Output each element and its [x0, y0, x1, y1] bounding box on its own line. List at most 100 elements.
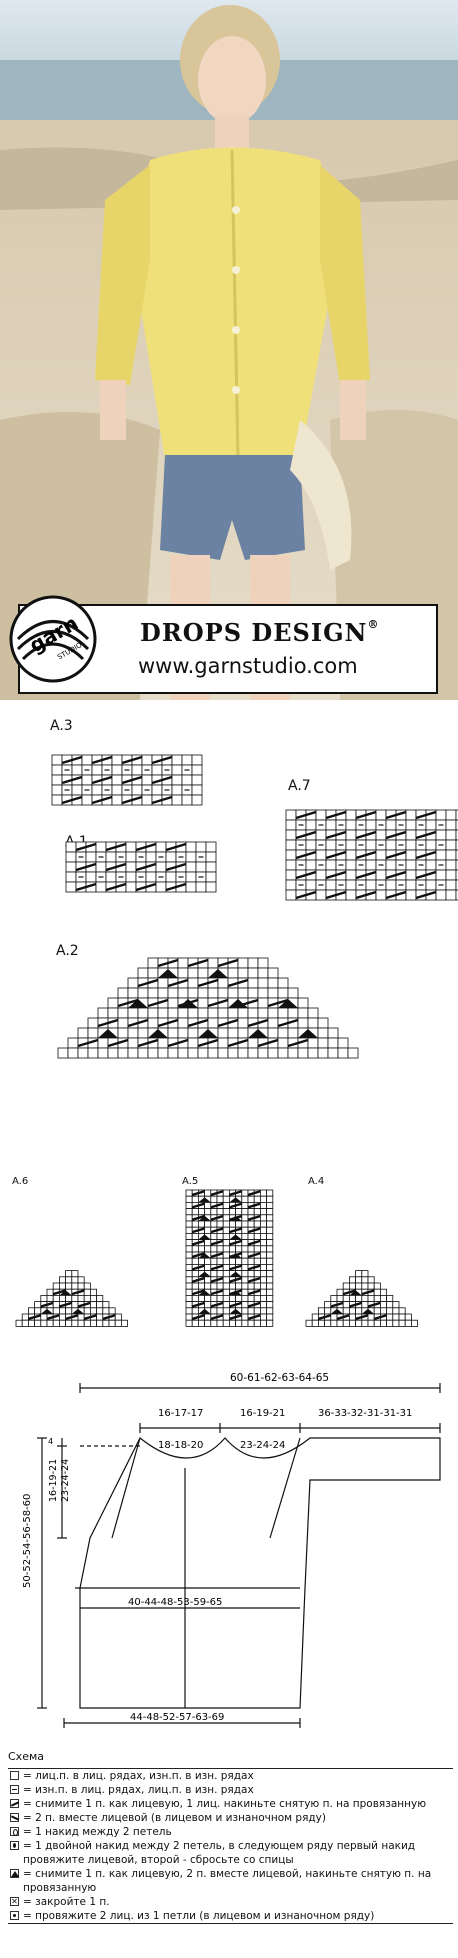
decrease-mark [187, 1018, 209, 1028]
chart-cell [305, 819, 317, 831]
chart-cell [210, 1257, 218, 1265]
chart-cell [259, 1319, 267, 1327]
decrease-mark [75, 862, 97, 872]
decrease-mark [75, 842, 97, 852]
measurement-length: 50-52-54-56-58-60 [22, 1494, 33, 1588]
chart-cell [266, 1220, 274, 1228]
chart-cell [228, 1220, 236, 1228]
chart-cell [197, 1319, 205, 1327]
chart-cell [445, 819, 457, 831]
chart-cell [241, 1195, 249, 1203]
brand-title: DROPS DESIGN® [140, 618, 380, 647]
chart-cell [204, 1301, 212, 1309]
sk2p-mark [198, 1308, 211, 1314]
chart-cell [210, 1220, 218, 1228]
chart-cell [127, 987, 139, 999]
chart-cell [365, 839, 377, 851]
decrease-mark [247, 1018, 269, 1028]
chart-cell [34, 1319, 42, 1327]
chart-cell [266, 1251, 274, 1259]
chart-cell [204, 1257, 212, 1265]
chart-cell [267, 977, 279, 989]
chart-cell [241, 1257, 249, 1265]
decrease-mark [385, 870, 407, 880]
chart-cell [235, 1257, 243, 1265]
sk2p-mark [128, 999, 148, 1008]
chart-cell [52, 1295, 60, 1303]
chart-cell [247, 1270, 255, 1278]
chart-cell [222, 1295, 230, 1303]
chart-cell [235, 1319, 243, 1327]
chart-cell [235, 1282, 243, 1290]
chart-cell [336, 1295, 344, 1303]
chart-cell [191, 1295, 199, 1303]
chart-cell [410, 1319, 418, 1327]
decrease-mark [61, 795, 83, 805]
slip-knit-pass-symbol-icon [10, 1799, 20, 1808]
decrease-mark [247, 1276, 261, 1283]
sk2p-mark [198, 1253, 211, 1259]
chart-cell [435, 849, 447, 861]
chart-cell [241, 1319, 249, 1327]
chart-cell [222, 1264, 230, 1272]
sk2p-mark [71, 1308, 85, 1314]
decrease-mark [61, 755, 83, 765]
chart-cell [367, 1282, 375, 1290]
chart-cell [266, 1313, 274, 1321]
knit-symbol-icon [10, 1771, 19, 1780]
chart-cell [247, 1282, 255, 1290]
decrease-mark [91, 795, 113, 805]
chart-cell [228, 1295, 236, 1303]
chart-cell [90, 1319, 98, 1327]
chart-cell [59, 1319, 67, 1327]
chart-cell [259, 1301, 267, 1309]
decrease-mark [75, 882, 97, 892]
chart-cell [46, 1319, 54, 1327]
decrease-mark [247, 1264, 261, 1271]
double-yarn-over-symbol-icon [10, 1841, 19, 1850]
decrease-mark [210, 1239, 224, 1246]
chart-cell [342, 1282, 350, 1290]
brand-url[interactable]: www.garnstudio.com [138, 654, 358, 678]
chart-cell [287, 987, 299, 999]
chart-cell [253, 1319, 261, 1327]
decrease-mark [385, 890, 407, 900]
chart-cell [216, 1270, 224, 1278]
chart-cell [385, 819, 397, 831]
chart-cell [177, 1007, 189, 1019]
chart-cell [227, 987, 239, 999]
chart-cell [187, 967, 199, 979]
chart-cell [392, 1313, 400, 1321]
chart-cell [114, 1319, 122, 1327]
chart-cell [425, 839, 437, 851]
chart-cell [327, 1037, 339, 1049]
chart-cell [71, 1295, 79, 1303]
sk2p-mark [148, 1029, 168, 1038]
chart-cell [259, 1264, 267, 1272]
chart-cell [266, 1233, 274, 1241]
decrease-mark [65, 1314, 79, 1321]
chart-cell [65, 841, 77, 853]
chart-cell [241, 1245, 249, 1253]
chart-cell [191, 1319, 199, 1327]
chart-cell [285, 809, 297, 821]
chart-cell [267, 967, 279, 979]
decrease-mark [135, 842, 157, 852]
chart-cell [375, 849, 387, 861]
chart-cell [259, 1270, 267, 1278]
chart-cell [59, 1276, 67, 1284]
decrease-mark [46, 1314, 60, 1321]
chart-cell [367, 1319, 375, 1327]
chart-cell [77, 1047, 89, 1059]
chart-cell [266, 1245, 274, 1253]
chart-cell [65, 861, 77, 873]
chart-cell [185, 1226, 193, 1234]
chart-cell [147, 957, 159, 969]
chart-cell [330, 1295, 338, 1303]
decrease-mark [107, 1038, 129, 1048]
sk2p-mark [198, 1029, 218, 1038]
chart-cell [147, 1017, 159, 1029]
chart-cell [127, 1047, 139, 1059]
chart-cell [216, 1307, 224, 1315]
sk2p-mark [229, 1308, 242, 1314]
